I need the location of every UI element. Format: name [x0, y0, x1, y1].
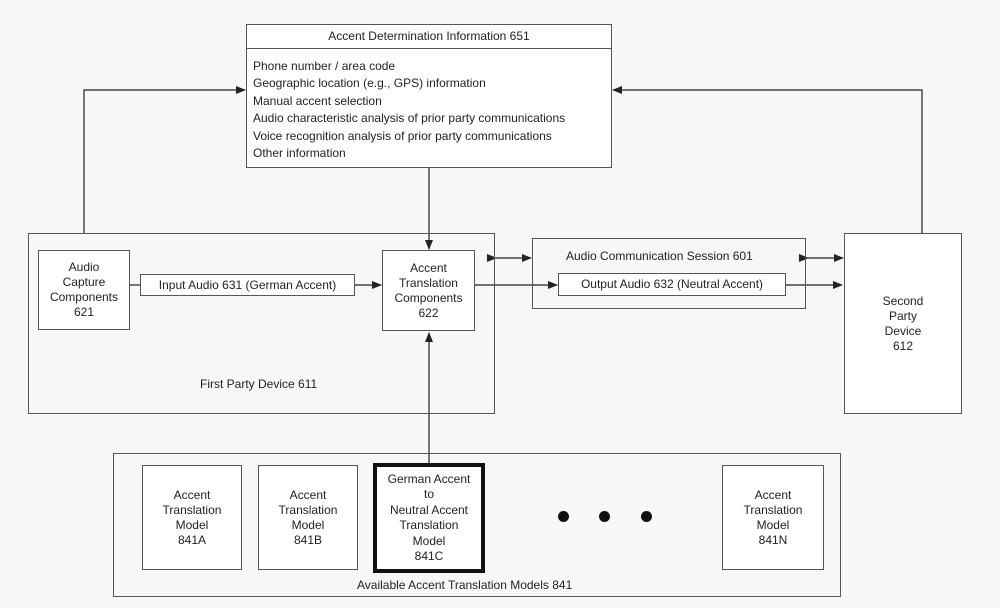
- model-a-line: Accent: [173, 487, 211, 502]
- model-c-line: 841C: [414, 549, 444, 563]
- model-a-line: Translation: [162, 502, 222, 517]
- audio-capture-line: Capture: [62, 275, 106, 289]
- ellipsis-dot: [599, 511, 610, 522]
- accent-info-title: Accent Determination Information 651: [328, 29, 530, 43]
- second-party-line: Second: [882, 293, 924, 308]
- first-party-device-label: First Party Device 611: [200, 377, 318, 391]
- audio-session-label: Audio Communication Session 601: [566, 249, 753, 263]
- second-party-line: 612: [892, 338, 913, 353]
- accent-info-title-bar: [246, 24, 612, 49]
- audio-capture-line: 621: [73, 305, 94, 319]
- model-c-line: Translation: [399, 518, 459, 532]
- input-audio-box: Input Audio 631 (German Accent): [140, 274, 355, 296]
- model-b-line: 841B: [293, 532, 322, 547]
- accent-translation-line: Translation: [399, 275, 458, 290]
- output-audio-label: Output Audio 632 (Neutral Accent): [580, 277, 764, 291]
- arrow-second-party-to-accent-info: [612, 86, 923, 233]
- model-c-line: Model: [412, 533, 446, 548]
- model-c-line: German Accent: [387, 471, 471, 486]
- model-n-line: Model: [756, 517, 790, 532]
- accent-info-item: Voice recognition analysis of prior part…: [253, 128, 552, 143]
- model-841a: Accent Translation Model 841A: [142, 465, 242, 570]
- model-c-line: Neutral Accent: [389, 502, 469, 517]
- model-n-line: Accent: [754, 487, 792, 502]
- second-party-line: Party: [888, 308, 917, 323]
- model-n-line: 841N: [758, 532, 788, 547]
- accent-translation-line: Components: [394, 290, 463, 305]
- accent-info-item: Audio characteristic analysis of prior p…: [253, 111, 566, 126]
- arrow-first-party-to-accent-info: [83, 86, 246, 233]
- model-841b: Accent Translation Model 841B: [258, 465, 358, 570]
- audio-session-box: [532, 238, 806, 309]
- available-models-label: Available Accent Translation Models 841: [357, 578, 573, 592]
- model-a-line: 841A: [177, 532, 206, 547]
- accent-info-item: Other information: [253, 146, 346, 161]
- model-a-line: Model: [175, 517, 209, 532]
- audio-capture-line: Components: [49, 290, 119, 304]
- model-b-line: Accent: [289, 487, 327, 502]
- ellipsis-dot: [641, 511, 652, 522]
- first-party-device: [28, 233, 495, 414]
- second-party-line: Device: [884, 323, 922, 338]
- accent-translation-line: 622: [418, 305, 439, 320]
- accent-translation-line: Accent: [410, 260, 447, 275]
- accent-info-list: Phone number / area code Geographic loca…: [253, 58, 611, 162]
- available-models-box: [113, 453, 841, 597]
- accent-info-item: Phone number / area code: [253, 59, 396, 73]
- model-b-line: Model: [291, 517, 325, 532]
- accent-info-item: Geographic location (e.g., GPS) informat…: [253, 76, 486, 91]
- input-audio-label: Input Audio 631 (German Accent): [158, 277, 337, 292]
- model-n-line: Translation: [743, 502, 803, 517]
- model-b-line: Translation: [278, 502, 338, 517]
- model-841c-selected: German Accent to Neutral Accent Translat…: [373, 463, 485, 573]
- model-841n: Accent Translation Model 841N: [722, 465, 824, 570]
- audio-capture-components: Audio Capture Components 621: [38, 250, 130, 330]
- accent-info-item: Manual accent selection: [253, 93, 382, 108]
- second-party-device: Second Party Device 612: [844, 233, 962, 414]
- ellipsis-dot: [558, 511, 569, 522]
- audio-capture-line: Audio: [68, 260, 100, 274]
- accent-translation-components: Accent Translation Components 622: [382, 250, 475, 331]
- output-audio-box: Output Audio 632 (Neutral Accent): [558, 273, 786, 296]
- model-c-line: to: [423, 487, 434, 501]
